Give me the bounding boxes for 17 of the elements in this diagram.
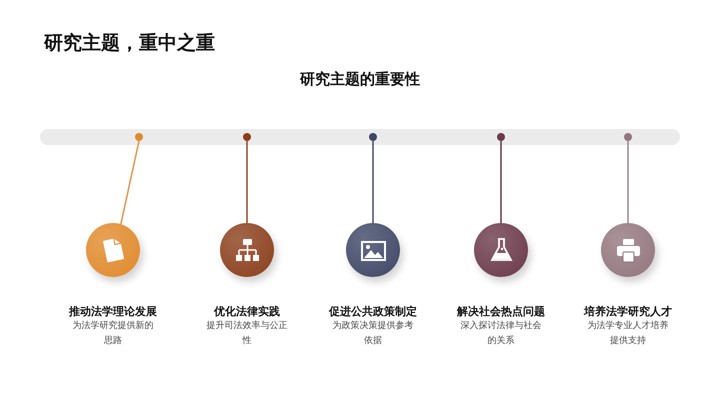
item-heading: 推动法学理论发展 [68,304,158,319]
connector-line [500,141,502,223]
connector-line [372,141,374,223]
page-title: 研究主题，重中之重 [44,31,215,56]
item-description: 提升司法效率与公正性 [206,320,288,348]
item-heading: 培养法学研究人才 [582,304,673,319]
item-description: 为法学研究提供新的思路 [72,320,154,348]
item-description: 深入探讨法律与社会的关系 [460,320,542,348]
item-heading: 促进公共政策制定 [328,304,418,319]
item-description: 为政策决策提供参考依据 [332,320,414,348]
connector-line [627,141,629,223]
section-heading: 研究主题的重要性 [298,70,421,89]
item-description: 为法学专业人才培养提供支持 [586,320,670,348]
connector-line [120,140,140,224]
item-heading: 解决社会热点问题 [456,304,546,319]
item-heading: 优化法律实践 [212,304,281,319]
connector-line [246,141,248,223]
